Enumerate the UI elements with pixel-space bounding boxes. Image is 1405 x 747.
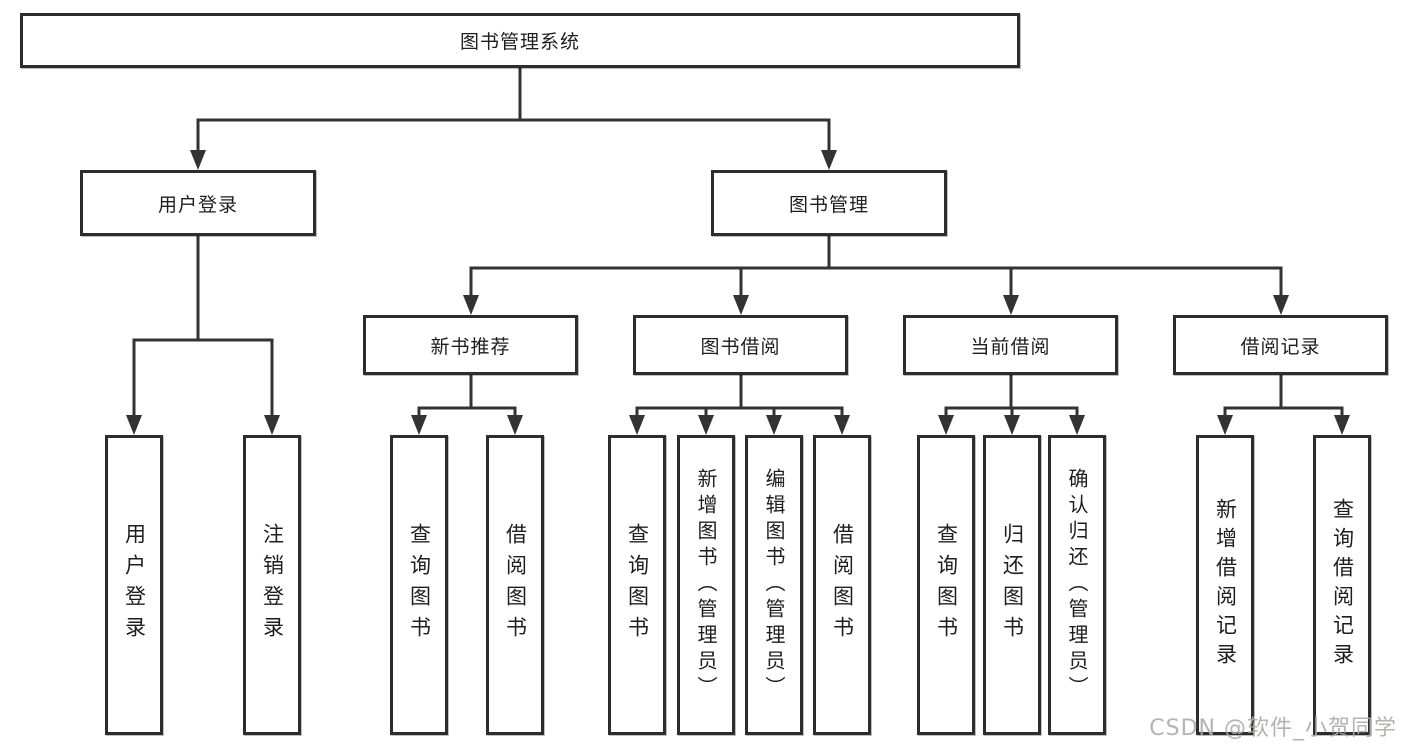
node-borrow-records: 借阅记录: [1173, 315, 1388, 375]
node-user-login: 用户登录: [80, 170, 316, 236]
leaf-bb-edit-books-admin-label: 编辑图书（管理员）: [762, 468, 786, 702]
leaf-logout: 注销登录: [243, 435, 301, 735]
leaf-bb-query-books-label: 查询图书: [625, 523, 650, 647]
leaf-cb-query-books: 查询图书: [917, 435, 975, 735]
node-book-borrow-label: 图书借阅: [700, 335, 781, 358]
leaf-cb-query-books-label: 查询图书: [934, 523, 959, 647]
leaf-bb-add-books-admin: 新增图书（管理员）: [677, 435, 735, 735]
leaf-cb-return-books: 归还图书: [983, 435, 1041, 735]
leaf-cb-confirm-return-admin: 确认归还（管理员）: [1048, 435, 1106, 735]
leaf-nbr-borrow-books: 借阅图书: [486, 435, 544, 735]
node-current-borrow-label: 当前借阅: [970, 335, 1051, 358]
leaf-logout-label: 注销登录: [260, 523, 285, 647]
leaf-cb-return-books-label: 归还图书: [1000, 523, 1025, 647]
leaf-nbr-borrow-books-label: 借阅图书: [503, 523, 528, 647]
leaf-bb-query-books: 查询图书: [608, 435, 666, 735]
leaf-bb-edit-books-admin: 编辑图书（管理员）: [745, 435, 803, 735]
node-borrow-records-label: 借阅记录: [1240, 335, 1321, 358]
leaf-nbr-query-books-label: 查询图书: [407, 523, 432, 647]
leaf-br-query-record-label: 查询借阅记录: [1330, 498, 1355, 672]
leaf-bb-add-books-admin-label: 新增图书（管理员）: [694, 468, 718, 702]
leaf-user-login: 用户登录: [105, 435, 163, 735]
node-book-borrow: 图书借阅: [633, 315, 848, 375]
node-book-management: 图书管理: [711, 170, 947, 236]
leaf-bb-borrow-books-label: 借阅图书: [830, 523, 855, 647]
leaf-user-login-label: 用户登录: [122, 523, 147, 647]
leaf-nbr-query-books: 查询图书: [390, 435, 448, 735]
leaf-bb-borrow-books: 借阅图书: [813, 435, 871, 735]
leaf-cb-confirm-return-admin-label: 确认归还（管理员）: [1065, 468, 1089, 702]
node-book-management-label: 图书管理: [788, 193, 869, 216]
node-root: 图书管理系统: [20, 13, 1020, 68]
node-user-login-label: 用户登录: [157, 193, 238, 216]
leaf-br-query-record: 查询借阅记录: [1313, 435, 1371, 735]
node-current-borrow: 当前借阅: [903, 315, 1118, 375]
leaf-br-add-record-label: 新增借阅记录: [1213, 498, 1238, 672]
node-new-book-recommend: 新书推荐: [363, 315, 578, 375]
leaf-br-add-record: 新增借阅记录: [1196, 435, 1254, 735]
node-new-book-recommend-label: 新书推荐: [430, 335, 511, 358]
csdn-watermark: CSDN @软件_小贺同学: [1149, 716, 1397, 741]
node-root-label: 图书管理系统: [459, 31, 580, 53]
